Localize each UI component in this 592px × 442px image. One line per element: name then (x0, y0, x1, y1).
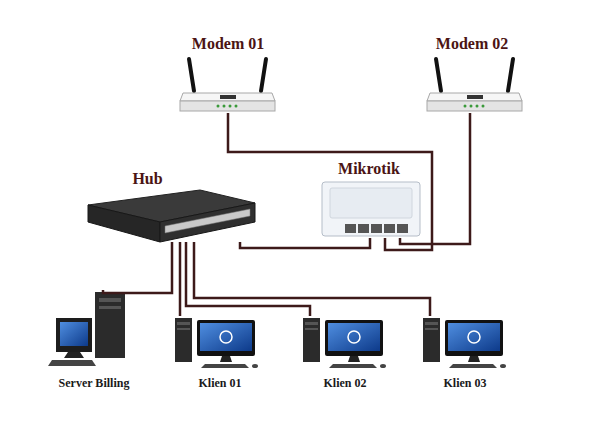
network-cable (194, 242, 430, 316)
drive-bay (99, 306, 121, 309)
port (358, 224, 369, 233)
device-label: Server Billing (48, 377, 140, 390)
modem-node: Modem 01 (178, 35, 278, 113)
device-label: Modem 02 (422, 35, 522, 53)
klien-03-icon (423, 318, 506, 368)
port (371, 224, 382, 233)
hub-side (88, 205, 160, 242)
drive-bay (99, 298, 121, 302)
client-node: Klien 01 (175, 316, 265, 390)
klien-02-icon (303, 318, 386, 368)
router-panel (330, 188, 412, 218)
network-cable (186, 242, 310, 316)
port (345, 224, 356, 233)
modem-01-icon (180, 59, 275, 111)
hub-front (160, 203, 255, 242)
device-label: Klien 01 (175, 377, 265, 390)
device-label: Klien 03 (420, 377, 510, 390)
server-icon (48, 292, 125, 366)
client-node: Klien 02 (300, 316, 390, 390)
port (397, 224, 408, 233)
network-cable (228, 113, 432, 250)
port (384, 224, 395, 233)
klien-01-icon (175, 318, 258, 368)
crt-screen (60, 322, 88, 346)
server-tower (95, 292, 125, 358)
hub-icon (88, 190, 255, 242)
network-cable (240, 238, 370, 248)
hub-ports (165, 209, 250, 233)
device-label: Hub (85, 170, 210, 188)
network-cable (400, 113, 470, 244)
hub-node: Hub (85, 170, 258, 242)
router-body (322, 182, 420, 236)
network-cable (103, 242, 172, 293)
crt-stand (64, 352, 84, 358)
device-label: Mikrotik (318, 160, 420, 178)
network-cable (179, 242, 182, 316)
device-label: Modem 01 (178, 35, 278, 53)
client-node: Klien 03 (420, 316, 510, 390)
mikrotik-icon (322, 182, 420, 236)
router-node: Mikrotik (318, 160, 420, 238)
server-node: Server Billing (48, 290, 140, 390)
keyboard (48, 360, 96, 366)
modem-node: Modem 02 (422, 35, 522, 113)
modem-02-icon (427, 59, 522, 111)
device-label: Klien 02 (300, 377, 390, 390)
crt-monitor (56, 318, 92, 352)
